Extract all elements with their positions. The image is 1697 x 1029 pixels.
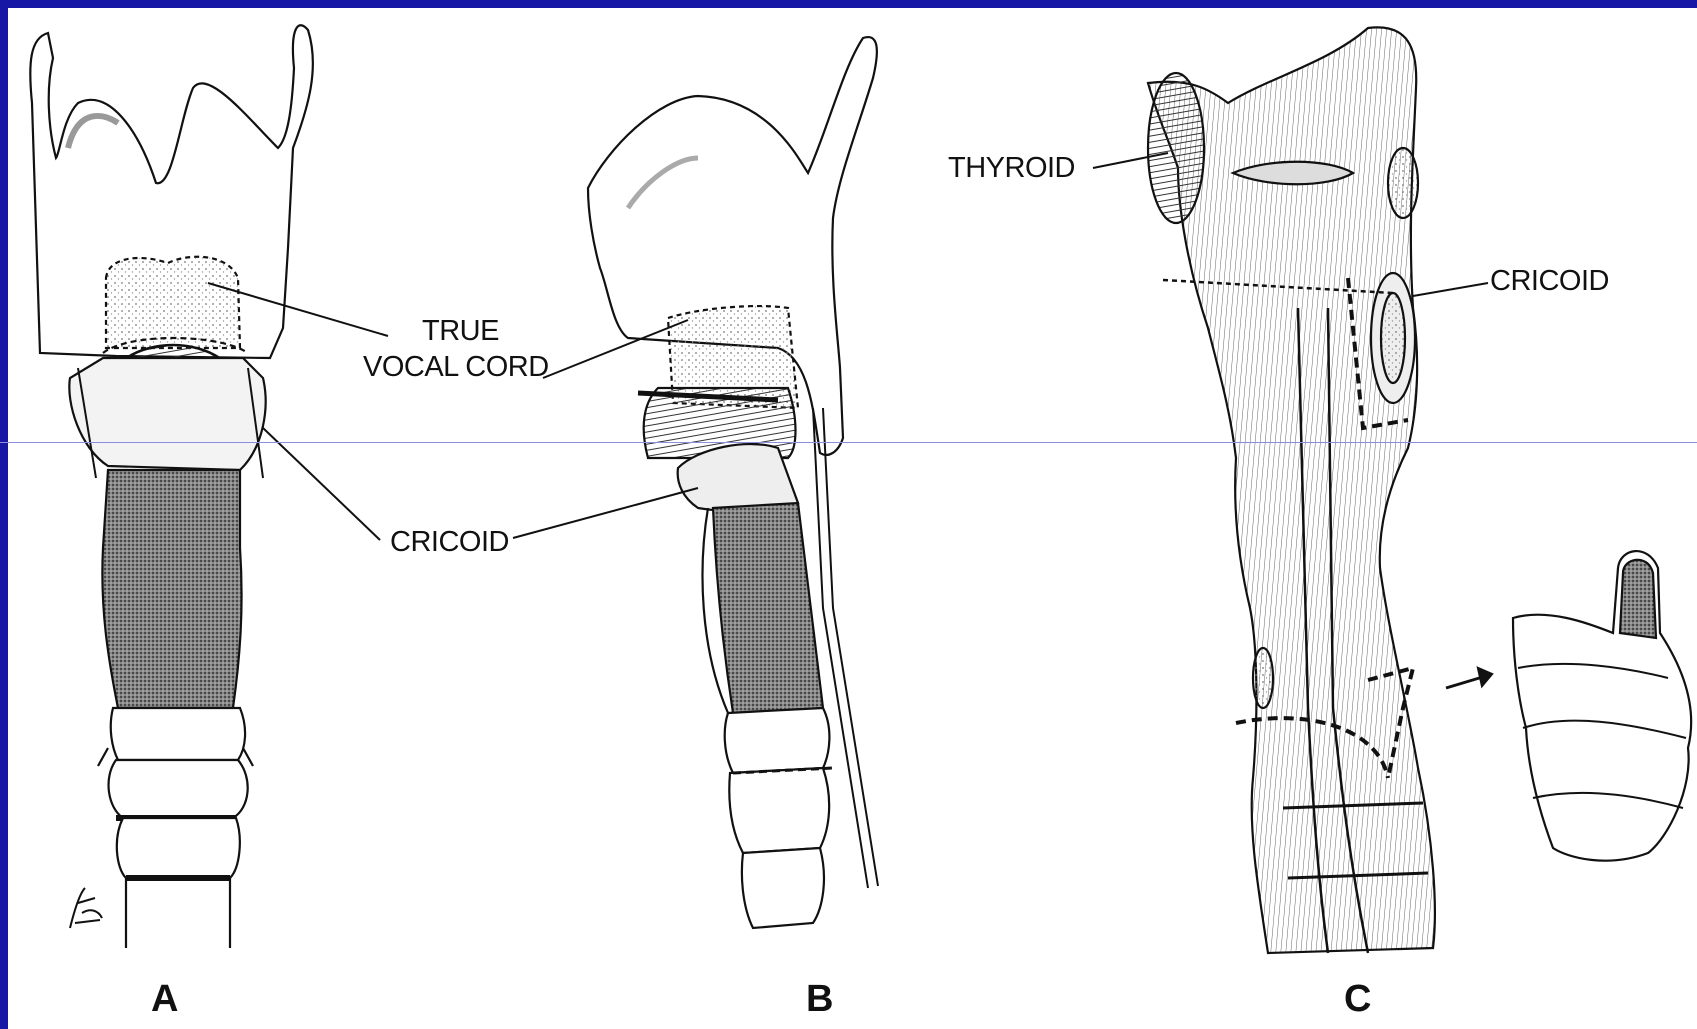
label-true: TRUE [422, 314, 499, 348]
label-vocal-cord: VOCAL CORD [363, 350, 549, 384]
panel-label-b: B [806, 978, 833, 1021]
trachea-segment-a [102, 470, 241, 708]
leader-cricoid-c [1413, 283, 1488, 296]
illustration-panel: TRUE VOCAL CORD CRICOID THYROID CRICOID … [8, 8, 1697, 1029]
label-cricoid-a: CRICOID [390, 525, 509, 559]
panel-label-a: A [151, 978, 178, 1021]
guide-line [0, 442, 1697, 443]
leader-vocal-cord-b [543, 320, 688, 378]
figure-b [588, 37, 878, 928]
thyroid-cartilage-c [1148, 73, 1204, 223]
resected-segment [1446, 551, 1691, 861]
leader-cricoid-a [263, 428, 380, 540]
vocal-cord-region-a [106, 257, 240, 348]
larynx-illustration [8, 8, 1697, 1029]
figure-c [1148, 27, 1435, 953]
leader-cricoid-b [513, 488, 698, 538]
label-cricoid-c: CRICOID [1490, 264, 1609, 298]
artist-signature-icon [60, 878, 110, 938]
panel-label-c: C [1344, 978, 1371, 1021]
cricoid-a [69, 358, 265, 470]
trachea-segment-b [713, 503, 823, 713]
figure-a [30, 25, 313, 948]
label-thyroid: THYROID [948, 151, 1075, 185]
